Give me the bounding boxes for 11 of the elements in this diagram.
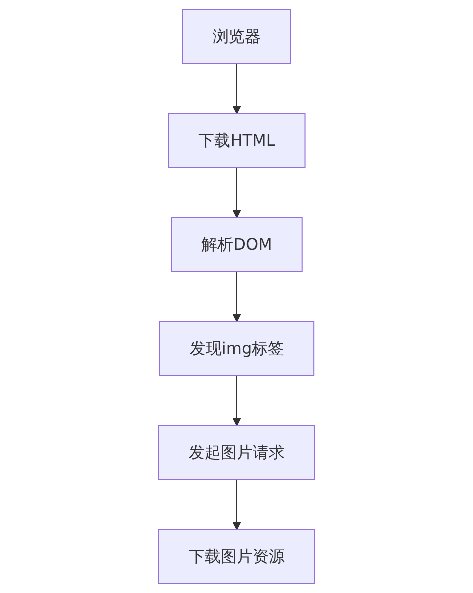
node-box: 发起图片请求: [158, 425, 315, 480]
arrow: [232, 479, 241, 530]
node-box: 下载图片资源: [158, 529, 315, 584]
node-box: 解析DOM: [170, 217, 302, 272]
arrow: [232, 271, 241, 322]
arrow: [232, 63, 241, 114]
node-box: 浏览器: [182, 9, 291, 64]
node-box: 下载HTML: [168, 113, 306, 168]
arrow: [232, 167, 241, 218]
arrow: [232, 375, 241, 426]
node-box: 发现img标签: [158, 321, 314, 376]
